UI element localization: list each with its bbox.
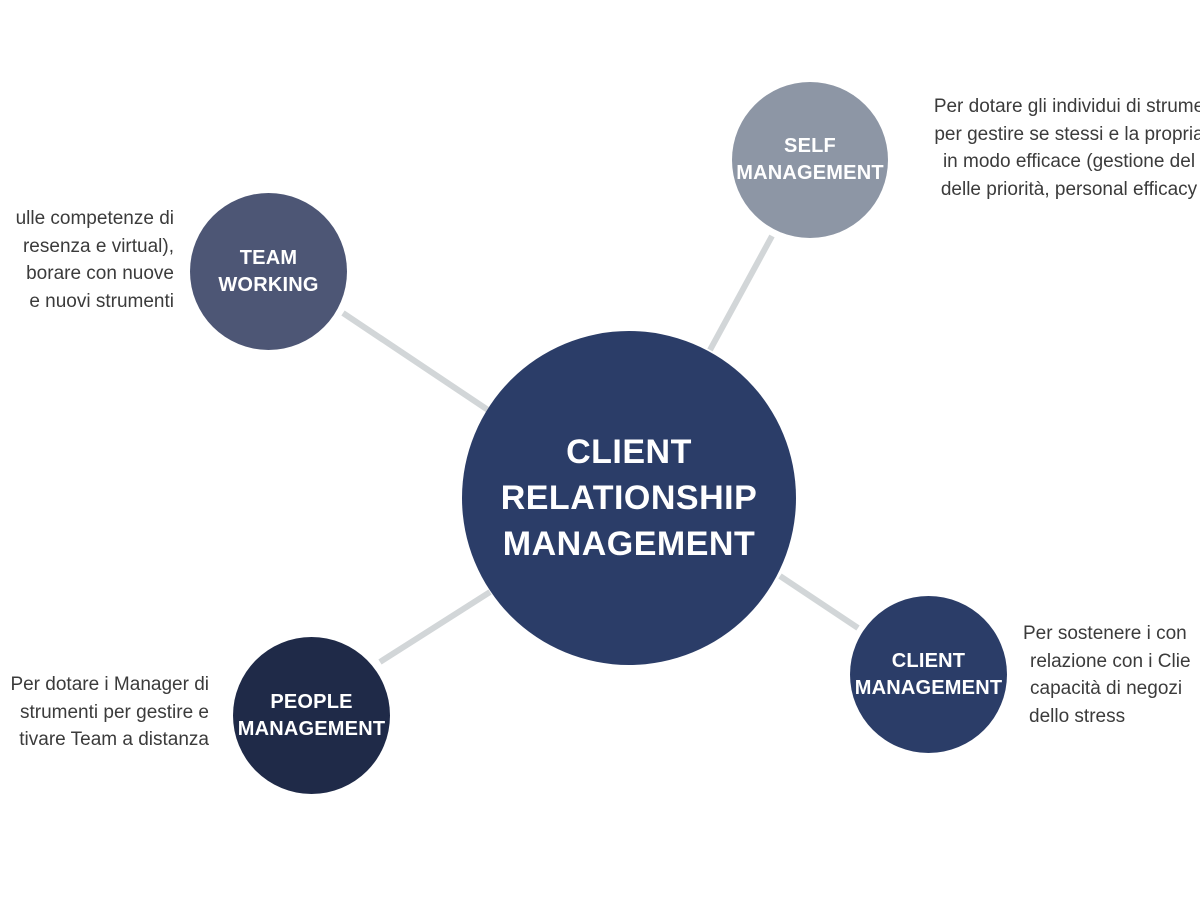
- center-node-line-3: MANAGEMENT: [502, 525, 756, 563]
- team-working-description-line: ulle competenze di: [15, 208, 174, 229]
- self-management-description-line: delle priorità, personal efficacy: [940, 178, 1198, 200]
- team-working-description: ulle competenze di resenza e virtual), b…: [16, 205, 174, 315]
- team-working-description-line: e nuovi strumenti: [29, 290, 174, 312]
- client-management-line-1: CLIENT: [891, 649, 966, 672]
- team-working-line-2: WORKING: [218, 273, 319, 296]
- center-node: CLIENT RELATIONSHIP MANAGEMENT: [462, 331, 796, 665]
- team-working-description-line: resenza e virtual),: [22, 235, 174, 257]
- self-management-description: Per dotare gli individui di strume per g…: [899, 93, 1200, 203]
- connector-people-management: [378, 589, 492, 665]
- self-management-line-2: MANAGEMENT: [736, 162, 884, 184]
- people-management-line-1: PEOPLE: [270, 690, 353, 713]
- people-management-line-2: MANAGEMENT: [237, 717, 386, 740]
- client-management-description-line: relazione con i Clie: [1030, 650, 1191, 672]
- self-management-description-line: in modo efficace (gestione del: [942, 151, 1196, 172]
- self-management-description-line: per gestire se stessi e la propria: [934, 123, 1200, 145]
- client-management-description-line: capacità di negozi: [1030, 678, 1183, 699]
- people-management-node: PEOPLE MANAGEMENT: [233, 637, 390, 794]
- self-management-node: SELF MANAGEMENT: [732, 82, 888, 238]
- connector-client-management: [778, 573, 860, 631]
- client-management-node: CLIENT MANAGEMENT: [850, 596, 1007, 753]
- people-management-description-line: tivare Team a distanza: [19, 729, 209, 750]
- connector-team-working: [341, 310, 490, 413]
- self-management-description-line: Per dotare gli individui di strume: [933, 96, 1200, 117]
- people-management-description-line: Per dotare i Manager di: [10, 674, 209, 695]
- center-node-line-2: RELATIONSHIP: [500, 479, 758, 517]
- center-node-line-1: CLIENT: [566, 433, 692, 471]
- people-management-description: Per dotare i Manager di strumenti per ge…: [10, 671, 209, 754]
- self-management-line-1: SELF: [784, 135, 836, 157]
- client-management-description-line: dello stress: [1029, 705, 1126, 727]
- team-working-description-line: borare con nuove: [26, 263, 174, 284]
- client-management-description-line: Per sostenere i con: [1023, 623, 1187, 644]
- client-management-description: Per sostenere i con relazione con i Clie…: [1022, 620, 1191, 730]
- connector-self-management: [707, 234, 775, 352]
- client-management-line-2: MANAGEMENT: [854, 676, 1003, 699]
- team-working-line-1: TEAM: [239, 246, 298, 269]
- people-management-description-line: strumenti per gestire e: [19, 701, 209, 723]
- team-working-node: TEAM WORKING: [190, 193, 347, 350]
